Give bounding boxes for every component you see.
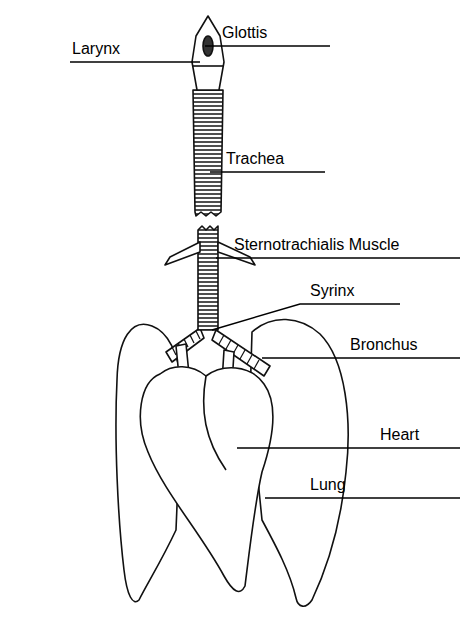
part-label: Lung bbox=[310, 476, 346, 494]
heart bbox=[140, 367, 273, 592]
part-label: Trachea bbox=[226, 150, 284, 168]
part-label: Syrinx bbox=[310, 282, 354, 300]
leader-line bbox=[237, 447, 460, 448]
leader-line bbox=[70, 61, 200, 62]
muscle bbox=[165, 242, 200, 265]
part-label: Bronchus bbox=[350, 336, 418, 354]
leader-line bbox=[205, 45, 330, 46]
larynx-ridge bbox=[193, 65, 223, 67]
leader-line bbox=[265, 497, 460, 498]
upper-trachea bbox=[193, 90, 223, 216]
leader-lines bbox=[70, 46, 460, 498]
part-label: Heart bbox=[380, 426, 419, 444]
part-label: Larynx bbox=[72, 40, 120, 58]
leader-line bbox=[216, 257, 460, 258]
part-label: Sternotrachialis Muscle bbox=[234, 236, 399, 254]
leader-line bbox=[212, 304, 400, 330]
larynx bbox=[192, 16, 224, 90]
part-label: Glottis bbox=[222, 24, 267, 42]
leader-line bbox=[262, 357, 460, 358]
lower-trachea bbox=[198, 226, 218, 330]
heart-groove bbox=[204, 376, 226, 470]
anatomy bbox=[116, 16, 348, 606]
leader-line bbox=[210, 171, 325, 172]
